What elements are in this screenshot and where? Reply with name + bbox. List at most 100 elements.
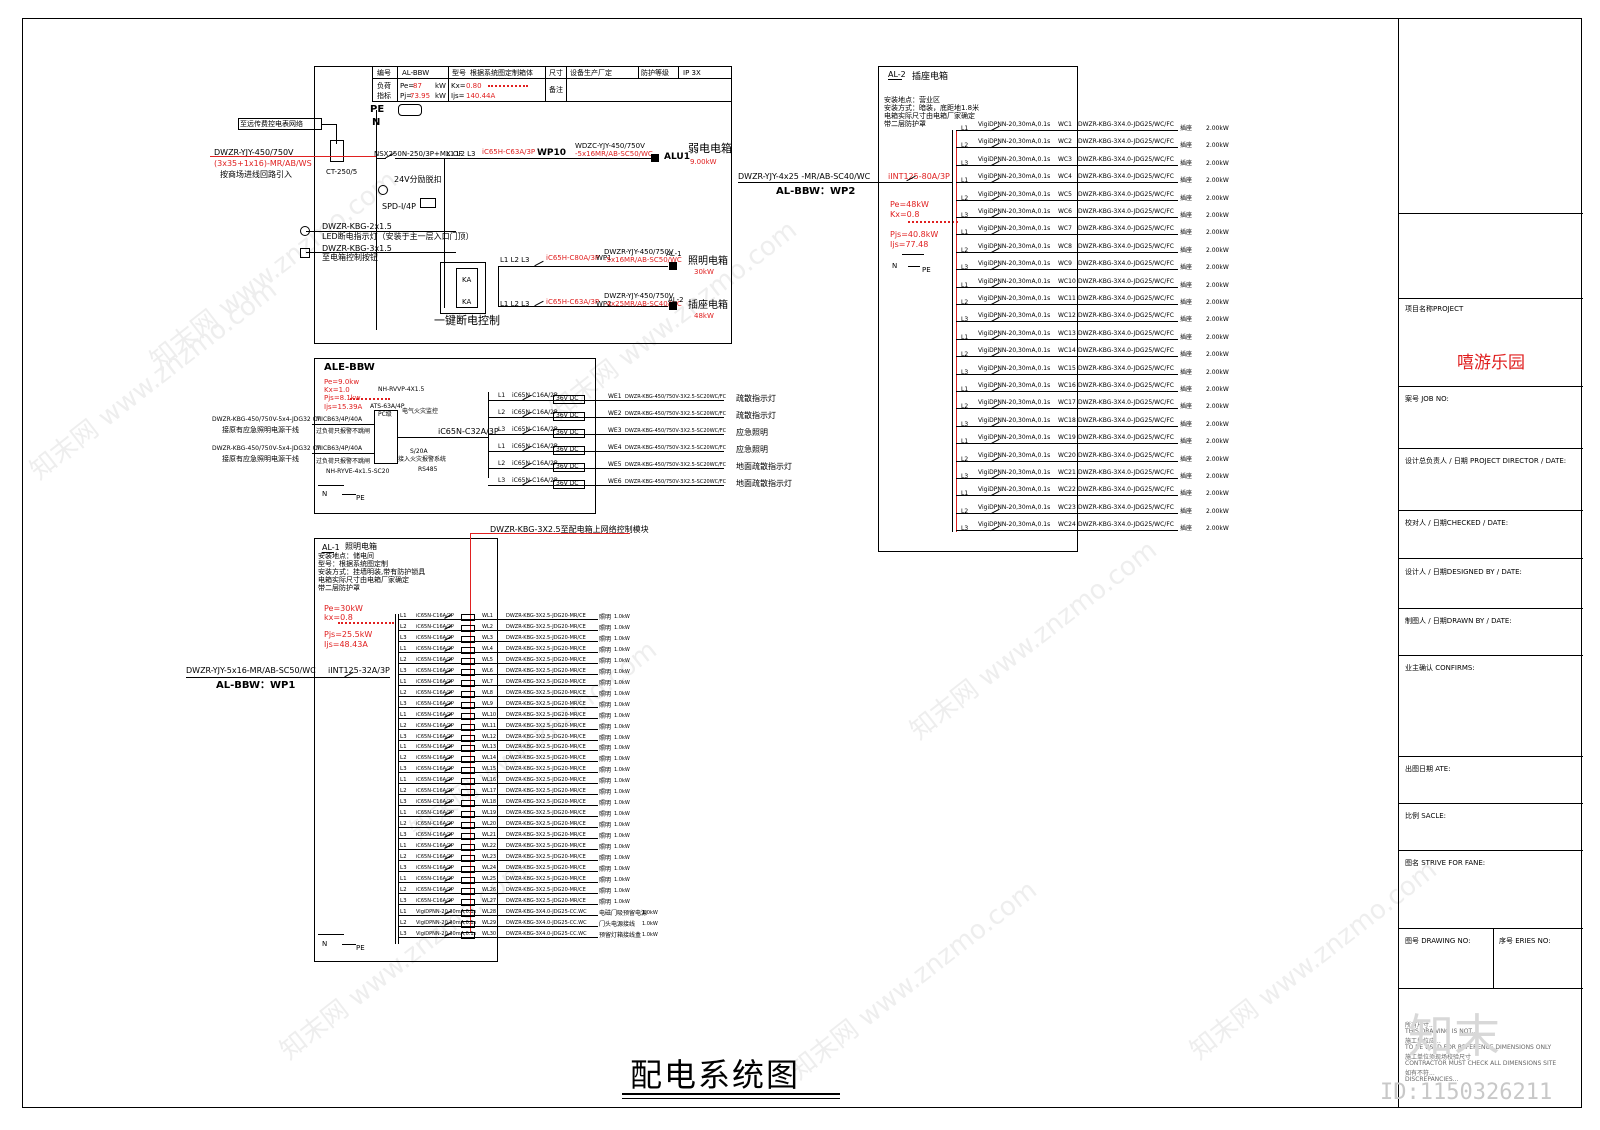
al-1-title: 照明电箱 (345, 542, 377, 551)
al-2-main-breaker: iINT125-80A/3P (888, 172, 950, 181)
meter-icon (398, 104, 422, 116)
push-button-icon (300, 248, 310, 258)
circuit-module-box (461, 876, 475, 884)
breaker-label: iC65N-C16A/2P (416, 744, 454, 751)
circuit-module-box (461, 865, 475, 873)
ale-pe: Pe=9.0kw (324, 378, 360, 386)
phase-label: L1 (400, 711, 407, 718)
circuit-id: WC18 (1058, 416, 1076, 424)
circuit-load-value: 1.0kW (614, 679, 630, 686)
ctrl-text: 至电箱控制按钮 (322, 253, 378, 262)
breaker-label: iC65N-C16A/2P (416, 711, 454, 718)
wp2-cable-spec: -4x25MR/AB-SC40/WC (604, 300, 682, 308)
circuit-line (398, 903, 598, 905)
phase-label: L3 (961, 420, 969, 428)
circuit-line (398, 816, 598, 818)
designed-label: 设计人 / 日期DESIGNED BY / DATE: (1405, 568, 1522, 576)
dc-module-box (553, 463, 585, 472)
al-1-info: 带二层防护罩 (318, 584, 360, 592)
circuit-load-value: 2.00kW (1206, 455, 1229, 463)
circuit-load-name: 照明 (599, 767, 612, 775)
phase-label: L3 (400, 634, 407, 641)
circuit-id: WL8 (482, 689, 493, 696)
circuit-module-box (461, 625, 475, 632)
breaker-label: VigiDPNN-20,30mA,0.1s (978, 329, 1051, 337)
circuit-load-name: 插座 (1180, 351, 1193, 359)
al-1-pe: Pe=30kW (324, 604, 363, 613)
circuit-id: WC16 (1058, 382, 1076, 389)
project-label: 项目名称PROJECT (1405, 305, 1464, 313)
phase-label: L1 (400, 744, 407, 751)
circuit-load-value: 1.0kW (614, 657, 630, 664)
circuit-cable: DWZR-KBG-3X4.0-JDG25/WC/FC (1078, 138, 1174, 146)
phase-label: L3 (961, 525, 969, 533)
circuit-line (398, 728, 598, 730)
al-2-pe-terminal: PE (922, 266, 931, 274)
circuit-id: WL21 (482, 832, 497, 838)
al-1-kx: kx=0.8 (324, 613, 353, 622)
circuit-id: WC20 (1058, 451, 1076, 459)
phase-label: L1 (961, 229, 969, 237)
circuit-load-value: 1.0kW (614, 789, 630, 796)
circuit-load-value: 2.00kW (1206, 142, 1229, 150)
dc-module-box (553, 429, 585, 438)
remote-meter-text: 至远传费控电表网络 (240, 120, 303, 128)
circuit-line (398, 859, 598, 861)
circuit-line (956, 373, 1178, 375)
circuit-id: WC5 (1058, 190, 1072, 198)
circuit-id: WC19 (1058, 434, 1076, 442)
circuit-line (398, 761, 598, 763)
circuit-load-value: 2.00kW (1206, 299, 1229, 306)
phase-label: L1 (498, 392, 506, 399)
wp10-terminal-icon (651, 154, 659, 162)
circuit-load-value: 2.00kW (1206, 246, 1229, 254)
circuit-line (398, 739, 598, 741)
circuit-cable: DWZR-KBG-3X4.0-JDG25/WC/FC (1078, 382, 1174, 389)
breaker-label: VigiDPNN-20,30mA,0.1s (978, 451, 1051, 459)
circuit-id: WC10 (1058, 277, 1076, 285)
pe-label: Pe= (400, 82, 415, 90)
circuit-cable: DWZR-KBG-3X2.5-JDG20-MR/CE (506, 777, 586, 784)
circuit-cable: DWZR-KBG-3X4.0-JDG25/WC/FC (1078, 173, 1174, 181)
circuit-cable: DWZR-KBG-3X4.0-JDG25/WC/FC (1078, 364, 1174, 372)
circuit-load-name: 照明 (599, 778, 612, 786)
circuit-load-value: 1.0kW (614, 690, 630, 697)
main-phases: L1 L2 L3 (446, 150, 476, 158)
ale-ijs: Ijs=15.39A (324, 403, 363, 411)
phase-label: L1 (961, 333, 969, 341)
al-2-code: AL-2 (888, 70, 906, 79)
circuit-id: WL15 (482, 766, 497, 773)
circuit-load-name: 插座 (1180, 525, 1193, 533)
circuit-module-box (461, 822, 475, 829)
circuit-module-box (461, 679, 475, 687)
phase-label: L2 (498, 460, 506, 467)
breaker-label: VigiDPNN-20,30mA,0.1s (416, 919, 477, 926)
wp1-cable-spec: -5x16MR/AB-SC50/WC (604, 256, 682, 264)
breaker-label: iC65N-C16A/2P (416, 755, 454, 762)
wp2-name: WP2 (596, 300, 612, 308)
breaker-label: iC65N-C16A/2P (512, 460, 558, 467)
circuit-cable: DWZR-KBG-3X4.0-JDG25/WC/FC (1078, 434, 1174, 442)
dc-label: 36V DC (556, 412, 579, 419)
circuit-cable: DWZR-KBG-3X4.0-JDG25/WC/FC (1078, 347, 1174, 355)
ale-bbw-panel (314, 358, 596, 514)
phase-label: L2 (498, 409, 506, 416)
circuit-load-value: 1.0kW (614, 854, 630, 861)
circuit-module-box (461, 701, 475, 709)
circuit-line (398, 925, 598, 927)
circuit-cable: DWZR-KBG-3X2.5-JDG20-MR/CE (506, 875, 586, 882)
circuit-module-box (461, 778, 475, 786)
ale-mcb2: MICB63/4P/40A (316, 445, 363, 452)
phase-label: L1 (961, 125, 969, 132)
circuit-line (956, 425, 1178, 427)
wp2-breaker: iC65H-C63A/3P (546, 298, 600, 306)
al-1-main-breaker: iINT125-32A/3P (328, 666, 390, 675)
circuit-id: WL7 (482, 678, 493, 685)
ale-ats: ATS-63A/4P (370, 403, 405, 410)
wp1-terminal-icon (669, 262, 677, 270)
dc-label: 36V DC (556, 395, 579, 402)
circuit-module-box (461, 800, 475, 808)
circuit-cable: DWZR-KBG-450/750V-3X2.5-SC20WC/FC (625, 394, 727, 400)
ale-fire: 接入火灾报警系统 (398, 456, 447, 463)
al-1-panel (314, 538, 498, 962)
